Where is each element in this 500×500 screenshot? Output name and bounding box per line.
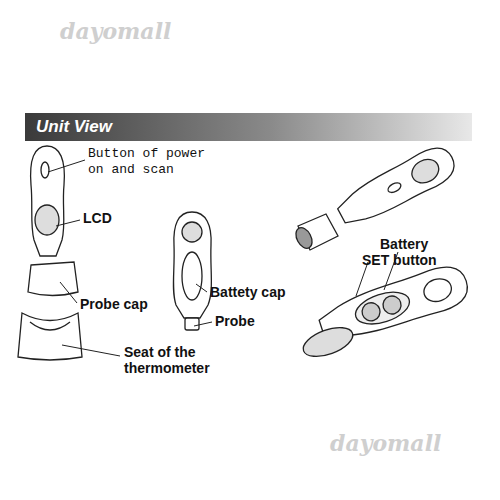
probe-tip <box>293 225 316 251</box>
watermark: dayomall <box>330 430 441 456</box>
leader-line <box>56 220 80 226</box>
part-label: Button of power on and scan <box>88 146 223 178</box>
part-label: SET button <box>362 252 437 268</box>
battery-cap <box>299 322 356 362</box>
leader-line <box>194 322 212 326</box>
part-label: Battety cap <box>210 284 285 300</box>
part-label: Seat of the thermometer <box>124 344 224 376</box>
part-label: LCD <box>83 210 112 226</box>
leader-line <box>196 284 207 292</box>
part-label: Probe cap <box>80 296 148 312</box>
section-title: Unit View <box>36 117 112 137</box>
thermometer-body <box>173 212 211 318</box>
lcd-back <box>421 275 454 305</box>
power-button <box>41 162 49 178</box>
battery-cell <box>381 294 404 317</box>
seat-cradle <box>30 322 70 330</box>
thermometer-seat <box>18 313 82 360</box>
thermometer-body <box>31 146 65 256</box>
probe-cap <box>28 262 78 296</box>
leader-line <box>62 345 120 356</box>
watermark: dayomall <box>60 18 171 44</box>
part-label: Battery <box>380 236 428 252</box>
lcd-window <box>408 155 443 188</box>
battery-cell <box>360 300 383 323</box>
probe <box>185 318 199 330</box>
part-label: Probe <box>215 313 255 329</box>
lcd-window <box>35 205 59 235</box>
battery-compartment <box>352 286 414 330</box>
leader-line <box>60 282 77 303</box>
lcd-window <box>182 222 202 242</box>
thermometer-body <box>333 141 461 232</box>
title-banner <box>25 113 472 141</box>
battery-cap <box>182 252 202 300</box>
power-button <box>386 181 402 195</box>
leader-line <box>48 160 85 172</box>
